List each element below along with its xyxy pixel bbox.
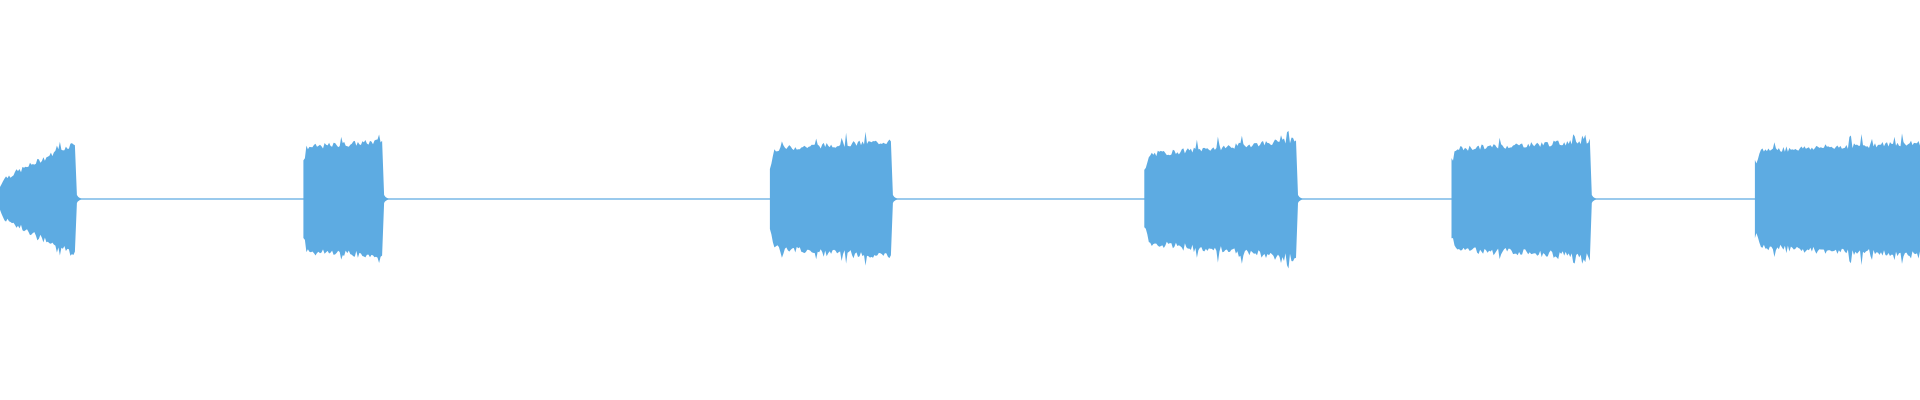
waveform-burst-4 xyxy=(1144,130,1306,269)
waveform-burst-6 xyxy=(1754,133,1920,266)
waveform-burst-3 xyxy=(769,131,901,266)
waveform-burst-2 xyxy=(303,134,393,263)
waveform-burst-1 xyxy=(0,141,85,256)
waveform-burst-5 xyxy=(1451,134,1600,264)
